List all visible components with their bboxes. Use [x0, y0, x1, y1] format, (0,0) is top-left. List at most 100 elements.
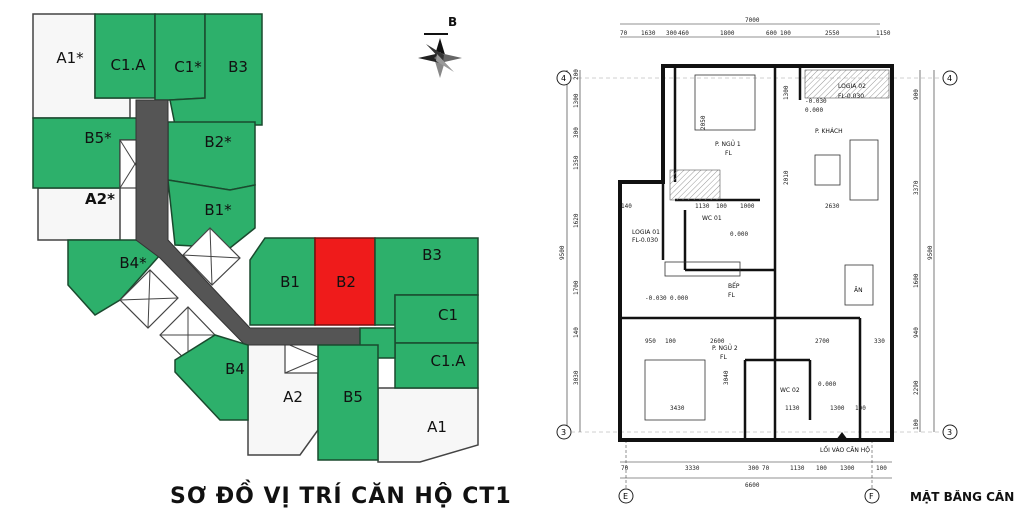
dim-bottom-h: 100	[876, 465, 887, 472]
dim-left-f: 3030	[573, 370, 580, 385]
room-wc1: WC 01	[702, 215, 722, 222]
dim-bottom-e: 1130	[790, 465, 805, 472]
dim-left-total: 9500	[559, 245, 566, 260]
label-c1-top: C1*	[174, 58, 202, 76]
inner-d16: 1130	[785, 405, 800, 412]
unit-b5-bottom[interactable]	[317, 344, 379, 461]
location-plan-svg: A1* C1.A C1* B3 B5* B2* A2* B1* B4* B1 B…	[20, 10, 479, 463]
location-plan-title: SƠ ĐỒ VỊ TRÍ CĂN HỘ CT1	[170, 484, 512, 509]
level-khach-b: 0.000	[805, 107, 823, 114]
dim-top-g: 100	[780, 30, 791, 37]
kitchen-counter	[664, 261, 741, 277]
dim-top-f: 600	[766, 30, 777, 37]
dim-right-d: 940	[913, 327, 920, 338]
label-b3-right: B3	[422, 246, 442, 264]
stairs	[669, 169, 721, 201]
room-bep: BẾP	[728, 282, 740, 290]
inner-d9: 2700	[815, 338, 830, 345]
inner-d3: 100	[716, 203, 727, 210]
unit-b1-top[interactable]	[167, 179, 256, 249]
inner-d10: 330	[874, 338, 885, 345]
bed-2	[644, 359, 706, 421]
label-a1-bottom: A1	[427, 418, 447, 436]
label-c1-right: C1	[438, 306, 458, 324]
inner-d7: 100	[665, 338, 676, 345]
label-a1-top: A1*	[56, 49, 84, 67]
level-wc1: 0.000	[730, 231, 748, 238]
svg-text:F: F	[869, 492, 874, 501]
label-b1-top: B1*	[204, 201, 232, 219]
dim-bottom-b: 3330	[685, 465, 700, 472]
dim-top-h: 2550	[825, 30, 840, 37]
inner-d14: 1300	[783, 85, 790, 100]
axis-f: F	[864, 488, 880, 504]
axis-e: E	[618, 488, 634, 504]
dim-top-a: 70	[620, 30, 628, 37]
unit-b4-bottom[interactable]	[174, 334, 249, 421]
dim-left-e: 1700	[573, 280, 580, 295]
svg-text:E: E	[623, 492, 628, 501]
dim-bottom-total: 6600	[745, 482, 760, 489]
label-a2-top: A2*	[85, 190, 115, 208]
level-bep-b: 0.000	[670, 295, 688, 302]
shaft-4	[182, 227, 241, 286]
label-b2-top: B2*	[204, 133, 232, 151]
unit-c1a-right[interactable]	[394, 342, 479, 389]
compass-label: B	[448, 15, 457, 29]
dim-top-d: 460	[678, 30, 689, 37]
room-ngu2-fl: FL	[720, 354, 727, 361]
room-bep-fl: FL	[728, 292, 735, 299]
unit-b2-right-highlight[interactable]	[314, 237, 376, 326]
axis-3-left: 3	[556, 424, 572, 440]
dim-left-c: 1350	[573, 155, 580, 170]
inner-d8: 2600	[710, 338, 725, 345]
dim-top-total: 7000	[745, 17, 760, 24]
entry-marker	[836, 432, 848, 440]
floor-plan-title: MẶT BẰNG CĂN	[910, 490, 1015, 504]
dim-bottom-d: 70	[762, 465, 770, 472]
dim-top-i: 1150	[876, 30, 891, 37]
dim-bottom-f: 100	[816, 465, 827, 472]
compass-icon: B	[418, 15, 462, 78]
dim-top-b: 1630	[641, 30, 656, 37]
dim-bottom-g: 1300	[840, 465, 855, 472]
svg-text:3: 3	[947, 428, 952, 437]
level-khach-a: -0.030	[805, 98, 827, 105]
room-logia2: LOGIA 02	[838, 83, 866, 90]
unit-b4-top[interactable]	[67, 239, 161, 316]
dim-bottom-a: 70	[621, 465, 629, 472]
bed-1	[694, 74, 756, 131]
level-wc2: 0.000	[818, 381, 836, 388]
dim-left-h: 200	[573, 69, 580, 80]
label-b4-top: B4*	[119, 254, 147, 272]
dim-right-b: 3370	[913, 180, 920, 195]
room-ngu1: P. NGỦ 1	[715, 140, 741, 148]
unit-b1-right[interactable]	[249, 237, 316, 326]
inner-d15: 2050	[700, 115, 707, 130]
dim-right-c: 1600	[913, 273, 920, 288]
dim-right-total: 9500	[927, 245, 934, 260]
inner-d2: 1130	[695, 203, 710, 210]
label-b3-top: B3	[228, 58, 248, 76]
dim-top-e: 1800	[720, 30, 735, 37]
unit-left-strip	[20, 10, 33, 240]
label-a2-bottom: A2	[283, 388, 303, 406]
unit-c1-top[interactable]	[154, 13, 206, 101]
label-b5-bottom: B5	[343, 388, 363, 406]
level-bep-a: -0.030	[645, 295, 667, 302]
svg-text:4: 4	[947, 74, 952, 83]
unit-c1-right[interactable]	[394, 294, 479, 344]
dim-right-a: 900	[913, 89, 920, 100]
label-c1a-top: C1.A	[110, 56, 146, 74]
room-khach: P. KHÁCH	[815, 128, 843, 135]
inner-d1: 140	[621, 203, 632, 210]
room-logia1-fl: FL-0.030	[632, 237, 658, 244]
room-ngu2: P. NGỦ 2	[712, 344, 738, 352]
shaft-2	[119, 269, 179, 329]
inner-d11: 3430	[670, 405, 685, 412]
room-an: ĂN	[854, 287, 863, 294]
label-b2-right: B2	[336, 273, 356, 291]
label-b5-top: B5*	[84, 129, 112, 147]
inner-d12: 3040	[723, 370, 730, 385]
logia-02-area	[804, 69, 890, 99]
